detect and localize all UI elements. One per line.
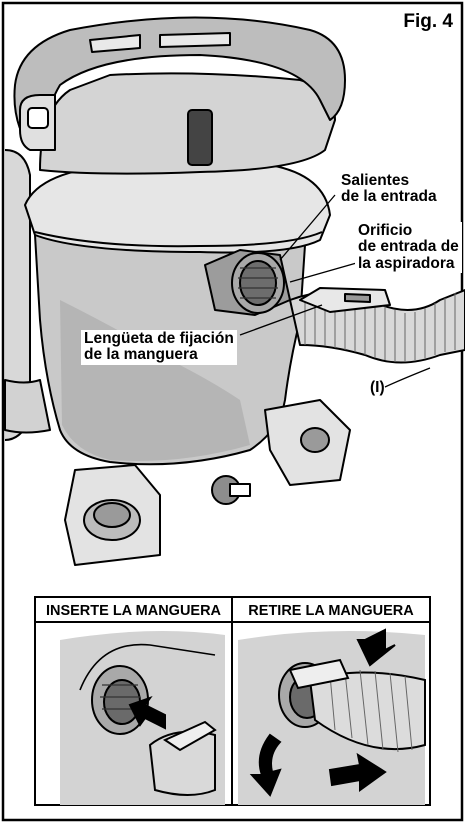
label-orificio-line2: de entrada de	[358, 238, 459, 256]
instruction-panels	[34, 596, 431, 806]
insert-hose	[148, 730, 216, 796]
remove-arrow-press	[356, 628, 396, 667]
leader-lines	[239, 194, 431, 388]
label-orificio-line3: la aspiradora	[358, 254, 455, 272]
side-accessory	[4, 149, 31, 441]
insert-arrow	[128, 696, 166, 730]
label-lengueta: Lengüeta de fijación de la manguera	[81, 330, 237, 365]
label-salientes: Salientes de la entrada	[338, 172, 440, 207]
insert-panel-title: INSERTE LA MANGUERA	[45, 603, 222, 619]
vacuum-illustration	[4, 16, 465, 566]
label-salientes-line2: de la entrada	[341, 188, 437, 206]
leader-lengueta	[239, 304, 323, 336]
leader-orificio	[289, 261, 361, 283]
figure-label: Fig. 4	[403, 11, 453, 32]
remove-arrow-pull	[328, 752, 387, 792]
remove-arrow-rotate	[249, 733, 282, 797]
label-hose-ref: (I)	[370, 379, 385, 396]
cord-wrap	[187, 109, 213, 166]
caster-left	[4, 379, 51, 434]
label-orificio-line1: Orificio	[358, 222, 413, 239]
remove-panel-title: RETIRE LA MANGUERA	[248, 603, 414, 619]
label-salientes-line1: Salientes	[341, 172, 410, 189]
leader-salientes	[279, 194, 336, 261]
label-orificio: Orificio de entrada de la aspiradora	[355, 222, 462, 273]
label-lengueta-line2: de la manguera	[84, 346, 198, 364]
leader-hose	[384, 367, 431, 388]
remove-panel-art	[238, 628, 426, 805]
insert-panel-art	[60, 631, 225, 805]
label-lengueta-line1: Lengüeta de fijación	[84, 330, 234, 347]
